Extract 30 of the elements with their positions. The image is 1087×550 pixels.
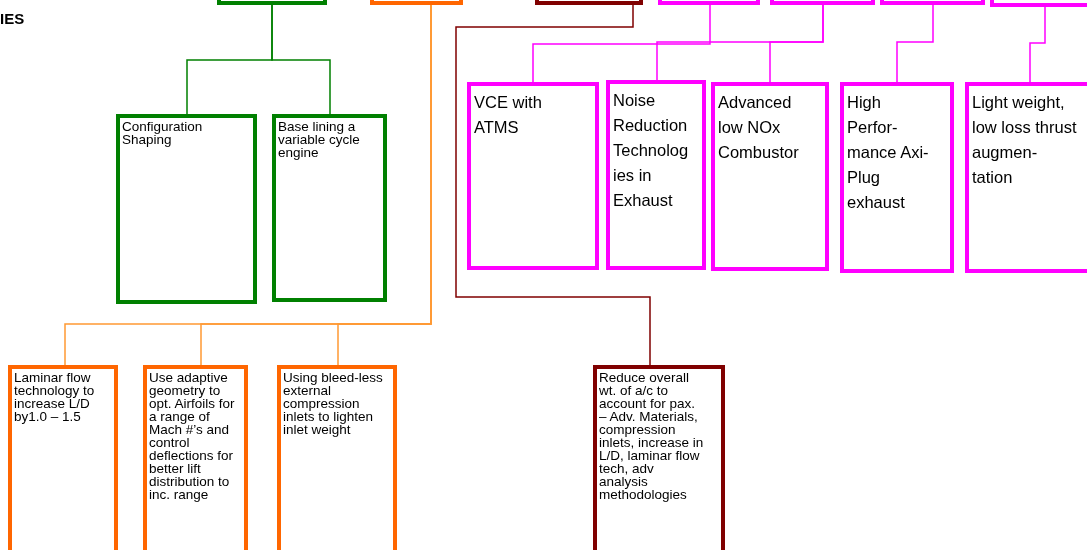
connector-line <box>271 4 331 115</box>
connector-line <box>896 4 934 83</box>
connector-line <box>1029 6 1046 83</box>
process-box <box>965 82 1087 273</box>
box-text: VCE with ATMS <box>473 92 543 138</box>
box-text: Noise Reduction Technolog ies in Exhaust <box>612 90 690 211</box>
box-text: High Perfor- mance Axi-Plug exhaust <box>846 92 930 213</box>
heading-text: IES <box>0 10 25 27</box>
process-box <box>277 365 397 550</box>
process-box <box>711 82 829 271</box>
box-text: Light weight, low loss thrust augmen- tation <box>971 92 1077 188</box>
process-box <box>8 365 118 550</box>
process-box <box>143 365 248 550</box>
box-text: Configuration Shaping <box>121 118 204 146</box>
connector-line <box>337 4 432 366</box>
box-text: Laminar flow technology to increase L/D by1.0 – 1.5 <box>13 369 96 423</box>
connector-line <box>455 4 651 366</box>
process-box <box>840 82 954 273</box>
box-text: Base lining a variable cycle engine <box>277 118 361 159</box>
box-text: Reduce overall wt. of a/c to account for pax. – Adv. Materials, compression inlets, increase in L/D, laminar flow tech, adv analysis methodologies <box>598 369 705 501</box>
process-box <box>272 114 387 302</box>
process-box <box>593 365 725 550</box>
box-text: Using bleed-less external compression inlets to lighten inlet weight <box>282 369 384 436</box>
box-text: Advanced low NOx Combustor <box>717 92 800 163</box>
process-box <box>116 114 257 304</box>
box-text: Use adaptive geometry to opt. Airfoils for a range of Mach #’s and control deflections for better lift distribution to inc. range <box>148 369 236 501</box>
connector-line <box>769 4 824 83</box>
connector-line <box>532 4 711 83</box>
process-box <box>606 80 706 270</box>
process-box <box>467 82 599 270</box>
